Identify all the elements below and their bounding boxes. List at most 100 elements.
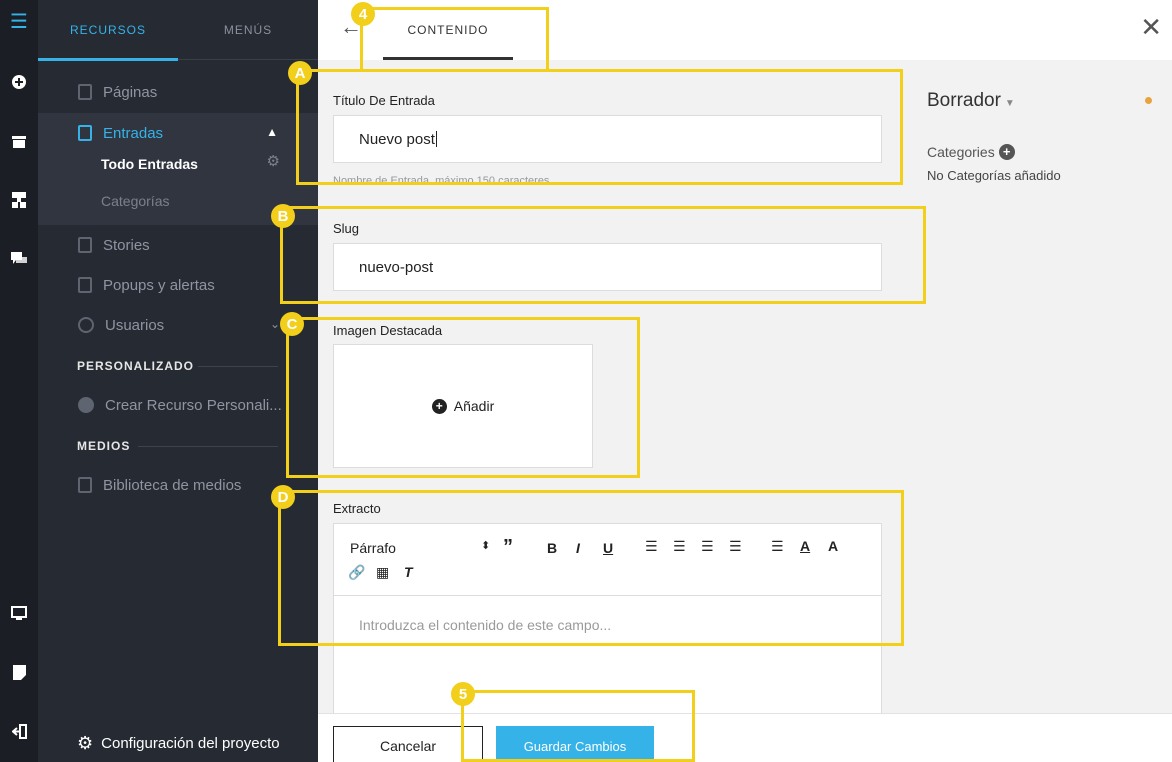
sidebar-item-biblioteca[interactable]: Biblioteca de medios (38, 465, 318, 505)
menu-icon[interactable]: ☰ (10, 10, 28, 33)
no-categories-text: No Categorías añadido (927, 168, 1061, 183)
annotation-box-c (286, 317, 640, 478)
imagen-label: Imagen Destacada (333, 323, 443, 338)
sidebar-item-stories[interactable]: Stories (38, 225, 318, 265)
sidebar-subitem-todo-entradas[interactable]: Todo Entradas (101, 156, 198, 172)
status-dot (1145, 97, 1152, 104)
outdent-icon[interactable]: ☰ (701, 538, 714, 554)
icon-rail: ☰ (0, 0, 38, 762)
editor-placeholder[interactable]: Introduzca el contenido de este campo... (359, 617, 612, 633)
sidebar-subitem-categorias[interactable]: Categorías (101, 193, 170, 209)
sidebar-item-entradas[interactable]: Entradas ▲ (38, 113, 318, 153)
slug-value: nuevo-post (359, 258, 434, 276)
annotation-badge-d: D (271, 485, 295, 509)
annotation-badge-a: A (288, 61, 312, 85)
section-divider (138, 446, 278, 447)
editor-toolbar: Párrafo ⬍ ” B I U ☰ ☰ ☰ ☰ ☰ A A 🔗 ▦ T (334, 524, 881, 596)
align-left-icon[interactable]: ☰ (771, 538, 784, 554)
indent-icon[interactable]: ☰ (729, 538, 742, 554)
footer-bar: Cancelar Guardar Cambios (318, 713, 1172, 762)
page-list-icon (78, 277, 92, 293)
sidebar-item-paginas[interactable]: Páginas (38, 72, 318, 112)
page-list-icon (78, 237, 92, 253)
featured-image-dropzone[interactable]: + Añadir (333, 344, 593, 468)
page-icon[interactable] (0, 660, 38, 684)
add-circle-icon: + (431, 398, 447, 414)
add-image-label: Añadir (453, 398, 495, 414)
entradas-group: Entradas ▲ Todo Entradas ⚙ Categorías (38, 113, 318, 225)
section-medios: MEDIOS (77, 439, 131, 453)
video-icon[interactable]: ▦ (376, 564, 390, 580)
select-arrows-icon[interactable]: ⬍ (481, 540, 491, 552)
italic-icon[interactable]: I (576, 540, 580, 556)
text-color-icon[interactable]: A (800, 538, 811, 554)
add-circle-icon[interactable] (0, 70, 38, 94)
annotation-badge-b: B (271, 204, 295, 228)
quote-icon[interactable]: ” (503, 536, 513, 558)
sidebar-item-label: Biblioteca de medios (103, 476, 242, 494)
sidebar-item-crear-recurso[interactable]: Crear Recurso Personali... (38, 385, 318, 425)
categories-label: Categories (927, 144, 995, 160)
main-panel: ← CONTENIDO ✕ Título De Entrada Nuevo po… (318, 0, 1172, 762)
sidebar-item-usuarios[interactable]: Usuarios ⌄ (38, 305, 318, 345)
gear-icon: ⚙ (77, 733, 94, 753)
annotation-box-b (280, 206, 926, 304)
section-personalizado: PERSONALIZADO (77, 359, 195, 373)
add-circle-icon (78, 397, 94, 413)
image-icon (78, 477, 92, 493)
chevron-up-icon[interactable]: ▲ (266, 125, 278, 139)
categories-header: Categories + (927, 144, 1015, 160)
annotation-box-5 (461, 690, 695, 762)
chevron-down-icon[interactable]: ⌄ (269, 317, 280, 331)
project-settings-link[interactable]: ⚙ Configuración del proyecto (77, 733, 280, 754)
sidebar-item-label: Usuarios (105, 316, 165, 334)
close-icon[interactable]: ✕ (1140, 12, 1162, 42)
background-color-icon[interactable]: A (828, 538, 839, 554)
status-dropdown[interactable]: Borrador▼ (927, 90, 1015, 112)
underline-icon[interactable]: U (603, 540, 614, 556)
titulo-input[interactable]: Nuevo post (333, 115, 882, 163)
status-label: Borrador (927, 90, 1001, 111)
extracto-label: Extracto (333, 501, 381, 516)
slug-label: Slug (333, 221, 360, 236)
annotation-badge-4: 4 (351, 2, 375, 26)
bold-icon[interactable]: B (547, 540, 558, 556)
cancel-button[interactable]: Cancelar (333, 726, 483, 762)
titulo-hint: Nombre de Entrada, máximo 150 caracteres (333, 175, 550, 184)
bullet-list-icon[interactable]: ☰ (645, 538, 658, 554)
gear-icon[interactable]: ⚙ (266, 153, 280, 170)
sidebar-tabs: RECURSOS MENÚS (38, 0, 318, 61)
sidebar-item-label: Páginas (103, 83, 158, 101)
sidebar-item-label: Entradas (103, 124, 164, 142)
logout-icon[interactable] (0, 719, 38, 743)
archive-icon[interactable] (0, 129, 38, 153)
numbered-list-icon[interactable]: ☰ (673, 538, 686, 554)
paragraph-format-select[interactable]: Párrafo (350, 540, 396, 556)
add-category-icon[interactable]: + (998, 144, 1015, 160)
page-list-icon (78, 125, 92, 141)
clear-format-icon[interactable]: T (404, 564, 413, 580)
slug-input[interactable]: nuevo-post (333, 243, 882, 291)
sidebar: RECURSOS MENÚS Páginas Entradas ▲ Todo E… (38, 0, 318, 762)
save-button[interactable]: Guardar Cambios (496, 726, 654, 762)
link-icon[interactable]: 🔗 (348, 564, 366, 580)
annotation-box-4 (360, 7, 549, 72)
components-icon[interactable] (0, 188, 38, 212)
tab-menus[interactable]: MENÚS (223, 23, 273, 37)
monitor-icon[interactable] (0, 601, 38, 625)
sidebar-item-label: Stories (103, 236, 150, 254)
user-icon (78, 317, 94, 333)
annotation-box-d (278, 490, 904, 646)
section-divider (198, 366, 278, 367)
tab-contenido[interactable]: CONTENIDO (383, 0, 513, 60)
sidebar-item-label: Crear Recurso Personali... (105, 396, 282, 414)
annotation-badge-c: C (280, 312, 304, 336)
comments-icon[interactable] (0, 247, 38, 271)
project-settings-label: Configuración del proyecto (101, 735, 280, 752)
titulo-label: Título De Entrada (333, 93, 435, 108)
titulo-value: Nuevo post (359, 130, 435, 148)
sidebar-item-popups[interactable]: Popups y alertas (38, 265, 318, 305)
tab-recursos[interactable]: RECURSOS (38, 0, 178, 61)
page-list-icon (78, 84, 92, 100)
annotation-badge-5: 5 (451, 682, 475, 706)
